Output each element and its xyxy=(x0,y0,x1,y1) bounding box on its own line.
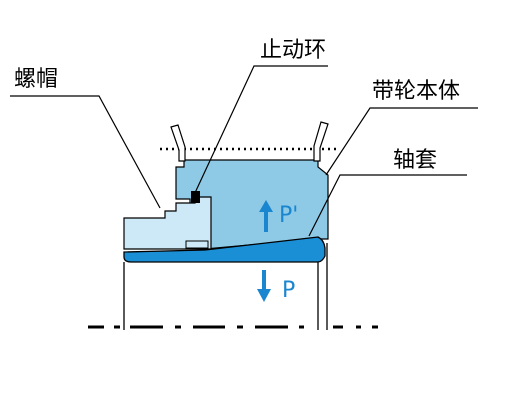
left-flange xyxy=(170,124,186,162)
label-nut: 螺帽 xyxy=(14,67,58,92)
right-flange xyxy=(313,121,329,162)
label-force-up: P' xyxy=(279,203,298,228)
arrow-down-icon xyxy=(257,270,271,302)
stop-ring xyxy=(191,191,200,203)
arrow-up-icon xyxy=(259,200,273,232)
sleeve xyxy=(123,236,326,263)
leader-lines xyxy=(10,65,478,237)
label-force-down: P xyxy=(282,278,295,303)
force-arrows xyxy=(257,200,273,302)
label-stopper: 止动环 xyxy=(260,38,326,63)
shaft-outline xyxy=(123,243,328,330)
label-pulley-body: 带轮本体 xyxy=(372,79,460,104)
label-sleeve: 轴套 xyxy=(393,148,437,173)
nut-slot xyxy=(185,240,209,249)
